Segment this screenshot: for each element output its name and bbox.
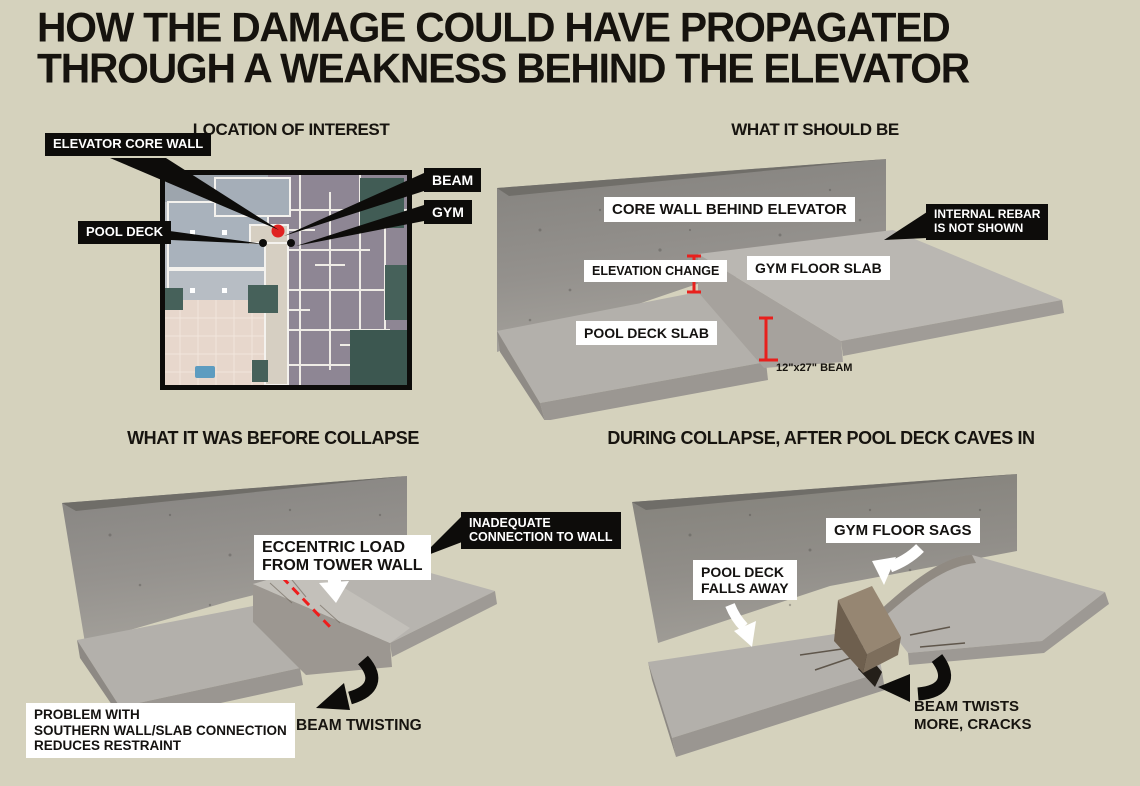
label-eccentric-load: ECCENTRIC LOAD FROM TOWER WALL — [254, 535, 431, 580]
floorplan-frame — [160, 170, 412, 390]
gym-floor-slab-sagging-top — [877, 555, 1105, 653]
pool-deck-slab-side — [648, 662, 676, 757]
label-gym-floor-slab: GYM FLOOR SLAB — [747, 256, 890, 281]
pool-deck-down-arrow-icon — [725, 603, 756, 647]
pool-deck-slab-front — [540, 362, 768, 420]
eccentric-load-dashed-line — [280, 575, 335, 632]
panel-title-location-of-interest: LOCATION OF INTEREST — [192, 120, 390, 139]
callout-line-gym — [296, 205, 424, 246]
beam-twists-curved-arrow-icon — [878, 654, 951, 702]
pool-deck-marker-dot — [259, 239, 267, 247]
callout-line-elevator-core-wall — [110, 158, 279, 230]
label-beam-dimension: 12"x27" BEAM — [776, 362, 853, 374]
page-title-line1: HOW THE DAMAGE COULD HAVE PROPAGATED — [37, 4, 951, 52]
pool-deck-slab-top — [497, 292, 766, 403]
callout-line-internal-rebar — [884, 212, 927, 240]
label-gym-floor-sags: GYM FLOOR SAGS — [826, 518, 980, 544]
label-inadequate-connection: INADEQUATE CONNECTION TO WALL — [461, 512, 621, 549]
label-pool-deck-slab: POOL DECK SLAB — [576, 321, 717, 346]
label-beam-twists-more: BEAM TWISTS MORE, CRACKS — [914, 698, 1032, 733]
pool-deck-slab-fallen-top — [648, 628, 882, 738]
label-problem-southern-connection: PROBLEM WITH SOUTHERN WALL/SLAB CONNECTI… — [26, 703, 295, 758]
label-beam: BEAM — [424, 168, 482, 193]
beam-marker-dot — [287, 239, 295, 247]
page-title-line2: THROUGH A WEAKNESS BEHIND THE ELEVATOR — [37, 45, 970, 92]
label-pool-deck: POOL DECK — [78, 221, 172, 244]
page-title: HOW THE DAMAGE COULD HAVE PROPAGATED THR… — [37, 4, 970, 92]
floorplan-pool-deck — [165, 300, 265, 385]
label-beam-twisting: BEAM TWISTING — [296, 717, 422, 734]
gym-sags-down-arrow-icon — [872, 544, 924, 585]
label-elevator-core-wall: ELEVATOR CORE WALL — [45, 133, 212, 156]
pool-deck-slab-front — [672, 672, 885, 757]
core-wall — [62, 476, 407, 643]
beam-depth-measure-line — [759, 316, 778, 362]
core-wall-top-edge — [497, 159, 886, 196]
panel-title-before-collapse: WHAT IT WAS BEFORE COLLAPSE — [127, 428, 419, 448]
core-wall-top-edge — [62, 476, 407, 511]
core-wall-top-edge — [632, 474, 1017, 510]
label-pool-deck-falls-away: POOL DECK FALLS AWAY — [693, 560, 797, 601]
gym-floor-slab-front — [841, 300, 1064, 356]
floorplan-callout-lines — [110, 158, 424, 246]
gym-floor-slab-front — [390, 591, 497, 657]
beam-face — [698, 254, 843, 368]
core-wall — [632, 474, 1017, 643]
during-collapse-figure — [632, 474, 1109, 757]
callout-line-beam — [284, 173, 424, 236]
floorplan-pool-item — [195, 366, 215, 378]
label-elevation-change: ELEVATION CHANGE — [584, 260, 728, 283]
beam-twisting-curved-arrow-icon — [316, 655, 379, 710]
label-gym: GYM — [424, 200, 472, 225]
panel-title-during-collapse: DURING COLLAPSE, AFTER POOL DECK CAVES I… — [607, 428, 1035, 448]
panel-title-what-it-should-be: WHAT IT SHOULD BE — [731, 120, 899, 139]
gym-floor-slab-front — [908, 592, 1109, 665]
pool-deck-slab-side — [497, 331, 545, 420]
gym-slab-cracks — [909, 626, 966, 648]
label-internal-rebar: INTERNAL REBAR IS NOT SHOWN — [926, 204, 1049, 240]
pool-deck-slab-top — [77, 606, 300, 707]
twisted-beam — [834, 586, 901, 673]
label-core-wall-behind-elevator: CORE WALL BEHIND ELEVATOR — [604, 197, 855, 223]
callout-line-pool-deck — [148, 228, 264, 244]
beam-tilted-top — [253, 567, 410, 643]
beam-face — [253, 584, 392, 675]
